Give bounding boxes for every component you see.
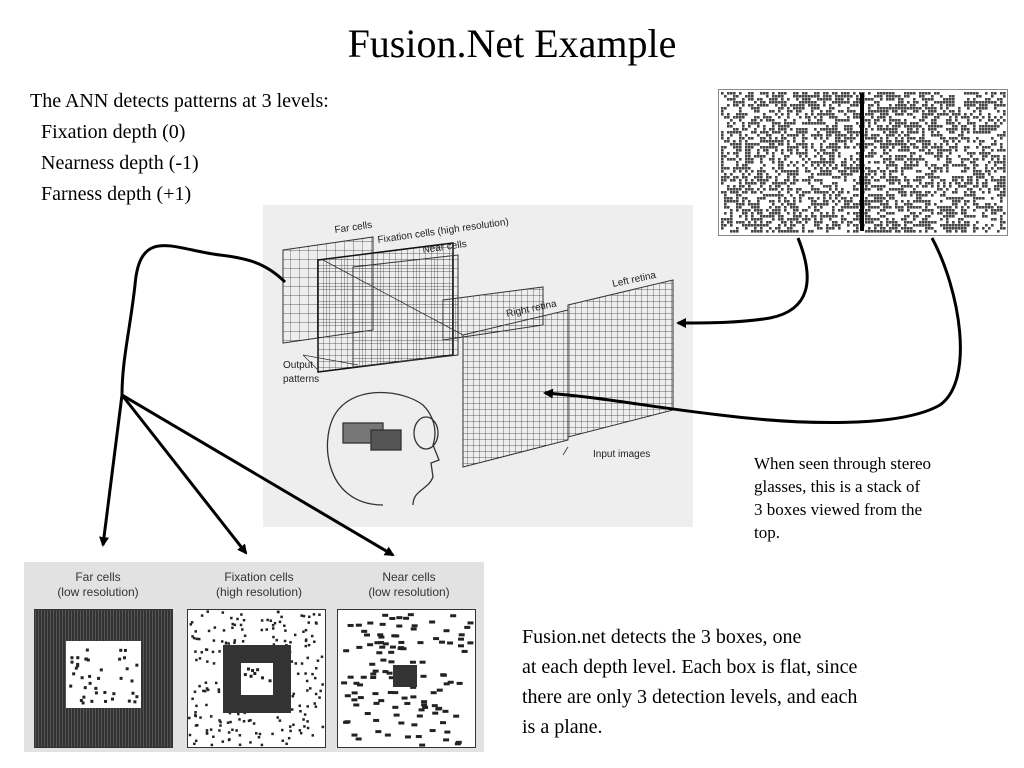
arrow-output-curve xyxy=(120,244,287,396)
level-fixation: Fixation depth (0) xyxy=(41,121,186,143)
summary-line: is a plane. xyxy=(522,716,603,738)
level-nearness: Nearness depth (-1) xyxy=(41,152,199,174)
panel-far-title-2: (low resolution) xyxy=(57,585,139,599)
panel-near-title: Near cells (low resolution) xyxy=(339,570,479,600)
summary-line: there are only 3 detection levels, and e… xyxy=(522,686,858,708)
near-cells-plane xyxy=(352,254,459,368)
head-icon xyxy=(326,391,440,506)
random-dot-stereogram-image xyxy=(718,89,1008,236)
note-line: top. xyxy=(754,523,780,542)
label-far-cells: Far cells xyxy=(334,220,373,236)
panel-near-title-2: (low resolution) xyxy=(368,585,450,599)
slide-title: Fusion.Net Example xyxy=(347,21,677,66)
summary-line: Fusion.net detects the 3 boxes, one xyxy=(522,626,802,648)
panel-near-title-1: Near cells xyxy=(382,570,436,584)
summary-text: Fusion.net detects the 3 boxes, one at e… xyxy=(522,622,992,742)
left-retina-plane xyxy=(567,279,674,438)
panel-near-cells xyxy=(337,609,476,748)
arrow-to-far-panel xyxy=(99,394,124,547)
note-line: 3 boxes viewed from the xyxy=(754,500,923,519)
intro-heading: The ANN detects patterns at 3 levels: xyxy=(30,90,329,112)
panel-far-title-1: Far cells xyxy=(75,570,121,584)
note-line: When seen through stereo xyxy=(754,454,932,473)
level-farness: Farness depth (+1) xyxy=(41,183,192,205)
panel-fixation-title-2: (high resolution) xyxy=(215,585,303,599)
diagram-drawing: Far cells Fixation cells (high resolutio… xyxy=(282,217,674,506)
right-retina-plane xyxy=(462,309,569,468)
panel-fixation-title: Fixation cells (high resolution) xyxy=(189,570,329,600)
summary-line: at each depth level. Each box is flat, s… xyxy=(522,656,858,678)
label-patterns: patterns xyxy=(283,374,319,385)
result-panels: Far cells (low resolution) Fixation cell… xyxy=(24,562,484,752)
panel-fixation-cells xyxy=(187,609,326,748)
intro-text: The ANN detects patterns at 3 levels: Fi… xyxy=(30,86,329,210)
stereogram-dots xyxy=(721,92,1006,233)
arrow-left-retina xyxy=(676,237,809,328)
panel-far-title: Far cells (low resolution) xyxy=(28,570,168,600)
label-input-images: Input images xyxy=(593,449,650,460)
network-diagram: Far cells Fixation cells (high resolutio… xyxy=(263,205,693,527)
panel-fixation-title-1: Fixation cells xyxy=(224,570,294,584)
label-output: Output xyxy=(283,360,313,371)
panel-far-cells xyxy=(34,609,173,748)
note-line: glasses, this is a stack of xyxy=(754,477,921,496)
stereo-note: When seen through stereo glasses, this i… xyxy=(754,452,1004,544)
arrow-to-fixation-panel xyxy=(120,394,248,555)
